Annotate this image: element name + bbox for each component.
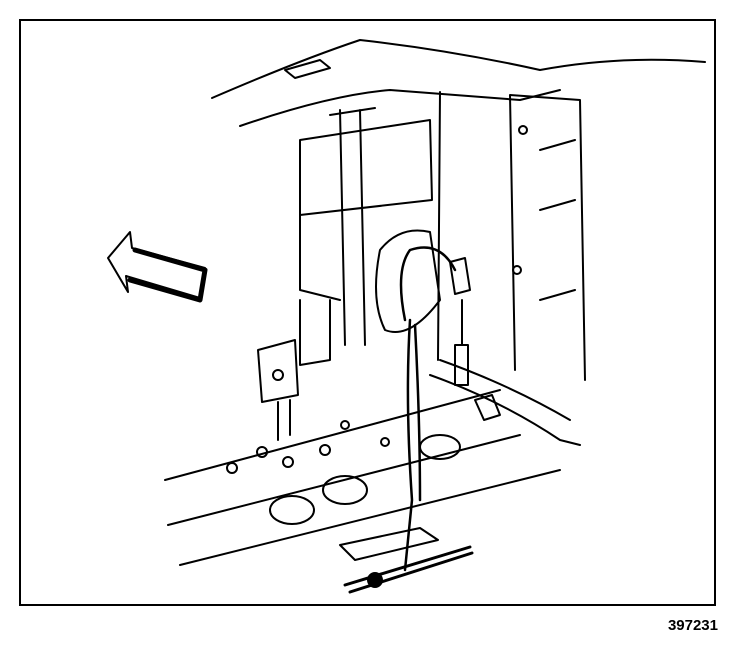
frame-rail [164, 389, 561, 566]
shield-bracket [299, 119, 433, 216]
illustration-frame [19, 19, 716, 606]
bracket-bolt [272, 369, 284, 381]
pillar-hole [518, 125, 528, 135]
small-bracket [257, 339, 299, 403]
pillar-hole [512, 265, 522, 275]
body-panel-slot [284, 59, 331, 79]
sensor [454, 299, 469, 386]
round-housing [375, 229, 441, 333]
wire-harness [399, 246, 457, 572]
ground-strap [343, 545, 474, 594]
hose [429, 359, 581, 446]
forward-arrow-icon [107, 231, 208, 303]
body-panel-outline [211, 39, 706, 99]
ground-bolt [367, 572, 383, 588]
frame-hole [269, 495, 315, 525]
connector [449, 257, 471, 295]
frame-hole [322, 475, 368, 505]
pillar [437, 91, 586, 381]
frame-hole [419, 434, 461, 460]
body-panel-lower-edge [239, 89, 561, 127]
vertical-bar [329, 107, 376, 346]
figure-id-label: 397231 [667, 617, 718, 634]
